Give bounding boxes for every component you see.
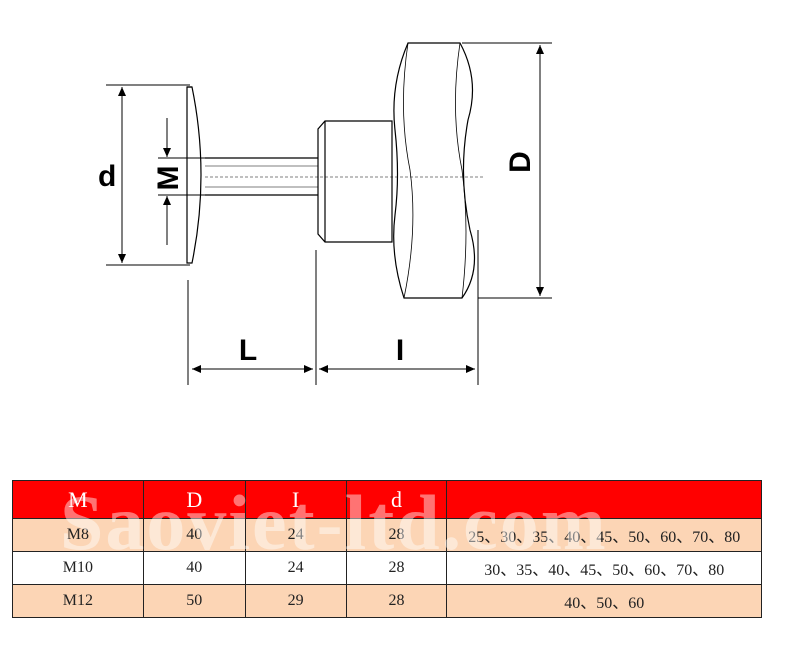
technical-drawing: d M D L I xyxy=(98,42,552,385)
cell-D: 50 xyxy=(142,584,246,618)
cell-D: 40 xyxy=(142,518,246,552)
header-D: D xyxy=(142,480,246,519)
dimension-label-d: d xyxy=(98,160,116,193)
dimension-label-M: M xyxy=(152,166,185,191)
cell-d: 28 xyxy=(345,518,448,552)
cell-M: M10 xyxy=(12,551,144,585)
header-M: M xyxy=(12,480,144,519)
cell-lengths: 40、50、60 xyxy=(446,584,762,618)
table-row: M12 50 29 28 40、50、60 xyxy=(12,584,762,618)
table-header: M D I d xyxy=(12,480,762,519)
part-outline xyxy=(186,42,485,299)
header-d: d xyxy=(345,480,448,519)
cell-I: 29 xyxy=(244,584,347,618)
dimension-label-I: I xyxy=(396,334,404,367)
cell-M: M12 xyxy=(12,584,144,618)
cell-I: 24 xyxy=(244,551,347,585)
cell-d: 28 xyxy=(345,551,448,585)
cell-d: 28 xyxy=(345,584,448,618)
table-row: M8 40 24 28 25、30、35、40、45、50、60、70、80 xyxy=(12,518,762,552)
dimension-label-L: L xyxy=(239,334,257,367)
cell-lengths: 25、30、35、40、45、50、60、70、80 xyxy=(446,518,762,552)
spec-table: M D I d M8 40 24 28 25、30、35、40、45、50、60… xyxy=(12,480,762,618)
header-I: I xyxy=(244,480,347,519)
header-lengths xyxy=(446,480,762,519)
dimension-label-D: D xyxy=(504,151,537,173)
cell-lengths: 30、35、40、45、50、60、70、80 xyxy=(446,551,762,585)
cell-I: 24 xyxy=(244,518,347,552)
cell-M: M8 xyxy=(12,518,144,552)
dimension-lines xyxy=(106,42,552,385)
table-row: M10 40 24 28 30、35、40、45、50、60、70、80 xyxy=(12,551,762,585)
cell-D: 40 xyxy=(142,551,246,585)
